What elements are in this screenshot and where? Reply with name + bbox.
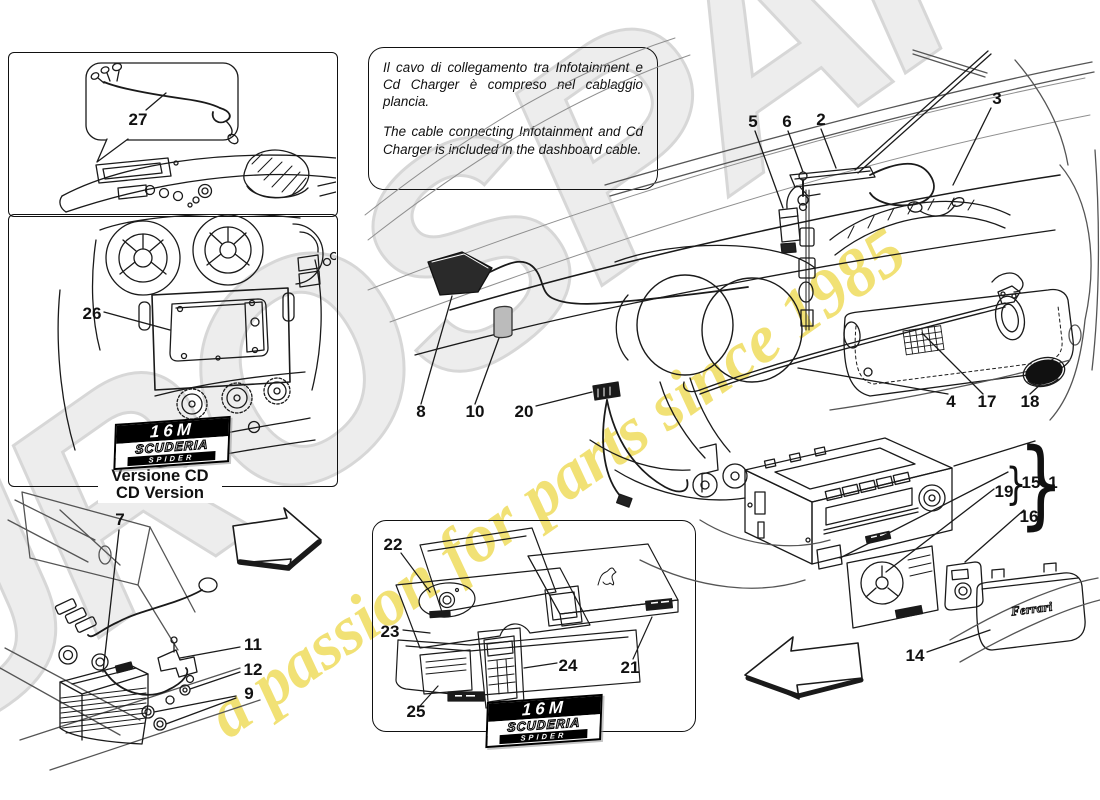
heading-italian: Versione CD <box>111 467 209 485</box>
callout-12: 12 <box>243 660 263 679</box>
callout-27: 27 <box>128 110 148 129</box>
callout-24: 24 <box>558 656 578 675</box>
callout-7: 7 <box>115 510 125 529</box>
callout-20: 20 <box>514 402 534 421</box>
callout-4: 4 <box>946 392 956 411</box>
callout-17: 17 <box>977 392 997 411</box>
callout-6: 6 <box>782 112 792 131</box>
callout-21: 21 <box>620 658 640 677</box>
badge-16m-scuderia-kit: 16M SCUDERIA SPIDER <box>485 693 603 749</box>
callout-8: 8 <box>416 402 426 421</box>
note-box: Il cavo di collegamento tra Infotainment… <box>368 47 658 190</box>
callout-3: 3 <box>992 89 1002 108</box>
callout-16: 16 <box>1019 507 1039 526</box>
callout-14: 14 <box>905 646 925 665</box>
cd-kit-line-art <box>395 527 679 709</box>
panel2-line-art <box>57 214 336 471</box>
note-text-english: The cable connecting Infotainment and Cd… <box>383 124 643 157</box>
callout-18: 18 <box>1020 392 1040 411</box>
brace-2: } <box>1018 428 1064 540</box>
callout-1: 1 <box>1048 473 1058 492</box>
main-dashboard-line-art <box>364 37 1100 700</box>
callout-11: 11 <box>244 635 262 654</box>
callout-26: 26 <box>82 304 102 323</box>
callout-9: 9 <box>244 684 254 703</box>
note-text-italian: Il cavo di collegamento tra Infotainment… <box>383 60 643 110</box>
cd-version-heading: Versione CD CD Version <box>98 467 222 503</box>
brace-1: } <box>1005 458 1027 510</box>
callout-19: 19 <box>994 482 1014 501</box>
callout-10: 10 <box>465 402 485 421</box>
amplifier-line-art <box>0 491 322 771</box>
heading-english: CD Version <box>115 484 205 503</box>
callout-22: 22 <box>383 535 403 554</box>
callout-25: 25 <box>406 702 426 721</box>
callout-5: 5 <box>748 112 758 131</box>
callout-15: 15 <box>1021 473 1041 492</box>
panel1-line-art <box>59 62 336 213</box>
callout-2: 2 <box>816 110 826 129</box>
callout-23: 23 <box>380 622 400 641</box>
badge-16m-scuderia-console: 16M SCUDERIA SPIDER <box>113 415 231 471</box>
